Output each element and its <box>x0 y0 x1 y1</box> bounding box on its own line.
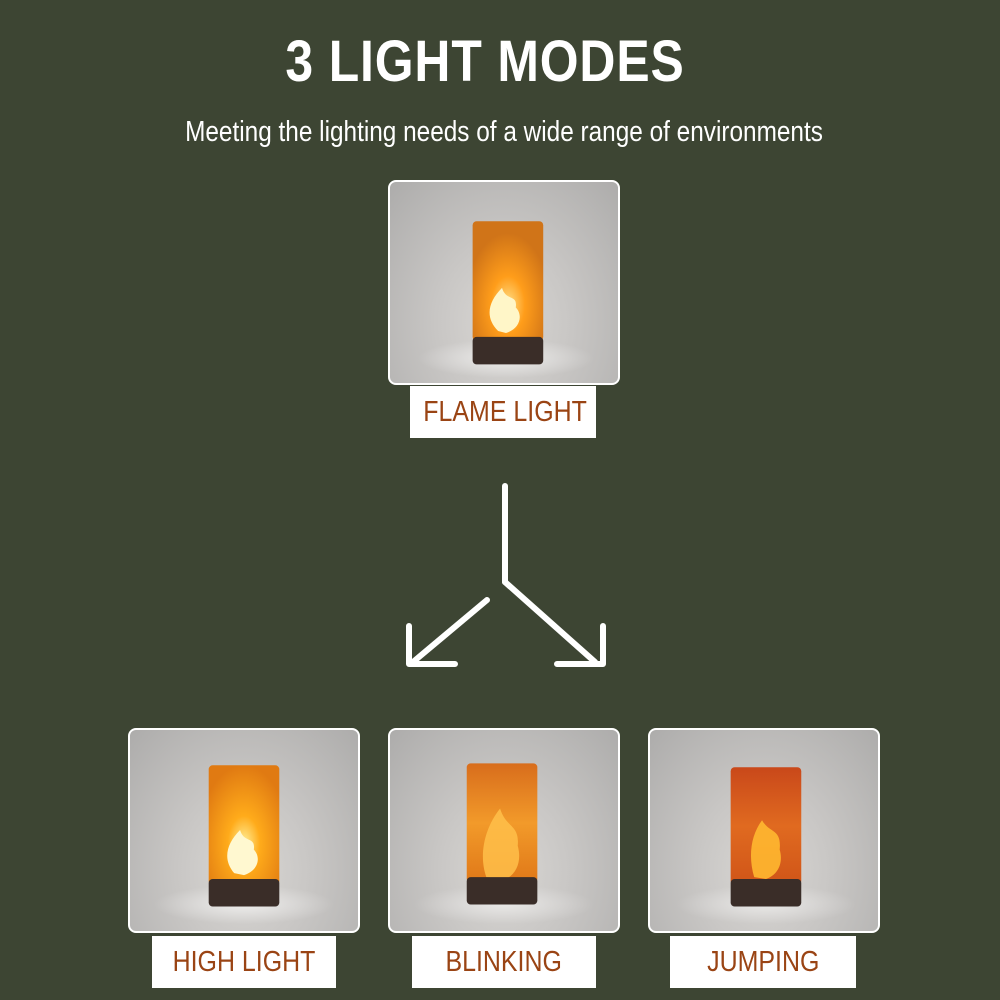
flame-lamp-icon <box>153 765 335 925</box>
blinking-label: BLINKING <box>412 936 596 988</box>
flame-lamp-icon <box>417 221 595 379</box>
jumping-label: JUMPING <box>670 936 856 988</box>
flame-lamp-icon <box>675 767 857 925</box>
flame-lamp-icon <box>413 763 595 925</box>
page-title: 3 LIGHT MODES <box>285 29 685 94</box>
jumping-image <box>648 728 880 933</box>
high-light-image <box>128 728 360 933</box>
blinking-image <box>388 728 620 933</box>
page-subtitle: Meeting the lighting needs of a wide ran… <box>185 116 823 148</box>
high-light-label: HIGH LIGHT <box>152 936 336 988</box>
split-arrow-icon <box>406 483 606 667</box>
flame-light-label: FLAME LIGHT <box>410 386 596 438</box>
flame-light-image <box>388 180 620 385</box>
